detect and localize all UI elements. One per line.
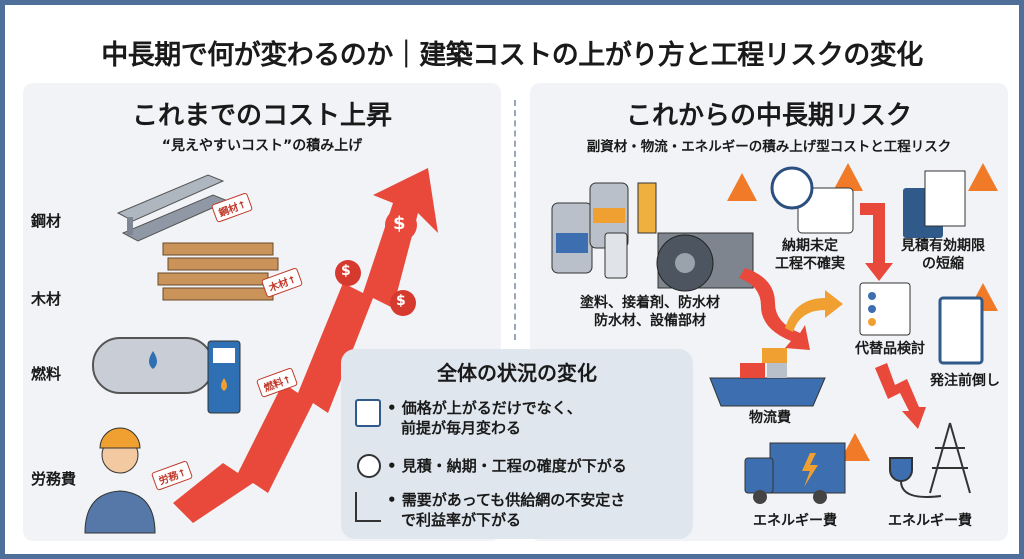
logistics-label: 物流費 (749, 410, 791, 426)
estimate-line: の短縮 (922, 255, 964, 272)
past-heading: これまでのコスト上昇 (131, 101, 392, 131)
risk-illustration (551, 163, 998, 504)
alternatives-list-icon (859, 282, 911, 336)
estimate-line: 見積有効期限 (901, 238, 985, 254)
delivery-line: 納期未定 (782, 238, 838, 254)
dollar-sign: $ (393, 213, 406, 234)
delivery-line: 工程不確実 (775, 255, 845, 272)
stopwatch-icon (357, 454, 381, 478)
steel-beam-icon (116, 174, 230, 242)
summary-box: 全体の状況の変化 • 価格が上がるだけでなく、前提が毎月変わる • 見積・納期・… (341, 349, 693, 539)
future-subheading: 副資材・物流・エネルギーの積み上げ型コストと工程リスク (586, 139, 952, 155)
zigzag-arrow-icon (875, 363, 926, 429)
estimate-label: 見積有効期限の短縮 (888, 238, 998, 273)
energy-label: エネルギー費 (753, 513, 837, 529)
materials-line: 塗料、接着剤、防水材 (580, 295, 720, 311)
summary-item: • 価格が上がるだけでなく、前提が毎月変わる (387, 399, 582, 438)
future-heading: これからの中長期リスク (625, 101, 912, 131)
clock-calendar-icon (770, 166, 854, 234)
worker-icon (84, 427, 156, 534)
lumber-icon (157, 242, 279, 301)
cargo-ship-icon (709, 348, 826, 407)
materials-label: 塗料、接着剤、防水材防水材、設備部材 (550, 295, 750, 330)
item-label-wood: 木材 (31, 290, 62, 308)
materials-line: 防水材、設備部材 (594, 312, 706, 329)
calendar-question-icon (355, 399, 381, 427)
item-label-steel: 鋼材 (31, 212, 62, 230)
panel-divider (514, 100, 516, 340)
rising-cost-illustration (84, 168, 438, 534)
rising-arrow-icon (173, 168, 438, 523)
alternative-label: 代替品検討 (855, 341, 925, 357)
dollar-coin-icon (335, 209, 417, 316)
paint-cans-icon (551, 182, 657, 279)
item-label-fuel: 燃料 (31, 365, 62, 383)
fuel-pump-icon (207, 340, 241, 414)
page-title: 中長期で何が変わるのか｜建築コストの上がり方と工程リスクの変化 (101, 40, 923, 71)
curved-arrow-icon (785, 290, 843, 332)
summary-line: で利益率が下がる (401, 510, 522, 529)
power-plug-tower-icon (889, 422, 971, 498)
summary-line: • 需要があっても供給網の不安定さ (387, 491, 626, 509)
dollar-sign: $ (341, 263, 351, 279)
checklist-icon (938, 296, 984, 365)
truck-icon (744, 442, 846, 504)
past-cost-panel: これまでのコスト上昇 “見えやすいコスト”の積み上げ $ $ $ 鋼材 木材 燃… (23, 83, 501, 541)
delivery-label: 納期未定工程不確実 (765, 238, 855, 273)
summary-line: • 価格が上がるだけでなく、 (387, 399, 582, 417)
past-subheading: “見えやすいコスト”の積み上げ (161, 138, 363, 154)
early-order-label: 発注前倒し (930, 373, 1000, 389)
summary-line: 前提が毎月変わる (401, 418, 522, 437)
summary-item: • 需要があっても供給網の不安定さで利益率が下がる (387, 491, 625, 530)
waterproof-roll-icon (656, 232, 754, 292)
declining-chart-icon (355, 492, 381, 522)
calculator-icon (903, 170, 966, 238)
summary-heading: 全体の状況の変化 (437, 361, 597, 385)
item-label-labor: 労務費 (31, 470, 77, 488)
fuel-tank-icon (92, 337, 214, 394)
energy-label: エネルギー費 (888, 513, 972, 529)
down-arrow-icon (860, 203, 893, 281)
summary-item: • 見積・納期・工程の確度が下がる (387, 457, 627, 475)
future-risk-panel: これからの中長期リスク 副資材・物流・エネルギーの積み上げ型コストと工程リスク … (530, 83, 1008, 541)
dollar-sign: $ (396, 293, 406, 309)
